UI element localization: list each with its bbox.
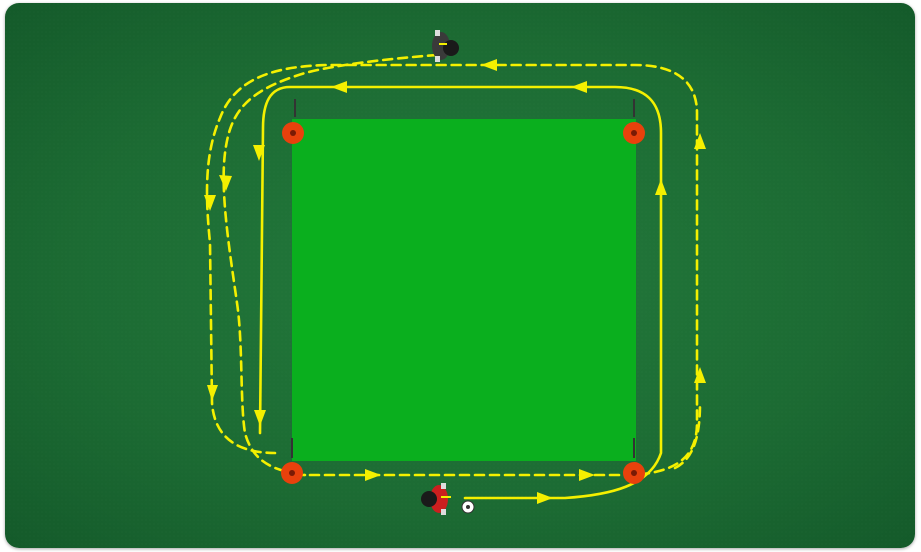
bottom-right-cone (623, 462, 645, 484)
soccer-ball-icon (462, 501, 474, 513)
top-right-cone (623, 122, 645, 144)
pitch-frame (5, 3, 915, 548)
pitch-diagram (5, 3, 915, 548)
training-grid (292, 119, 636, 461)
bottom-left-cone (281, 462, 303, 484)
top-left-cone (282, 122, 304, 144)
